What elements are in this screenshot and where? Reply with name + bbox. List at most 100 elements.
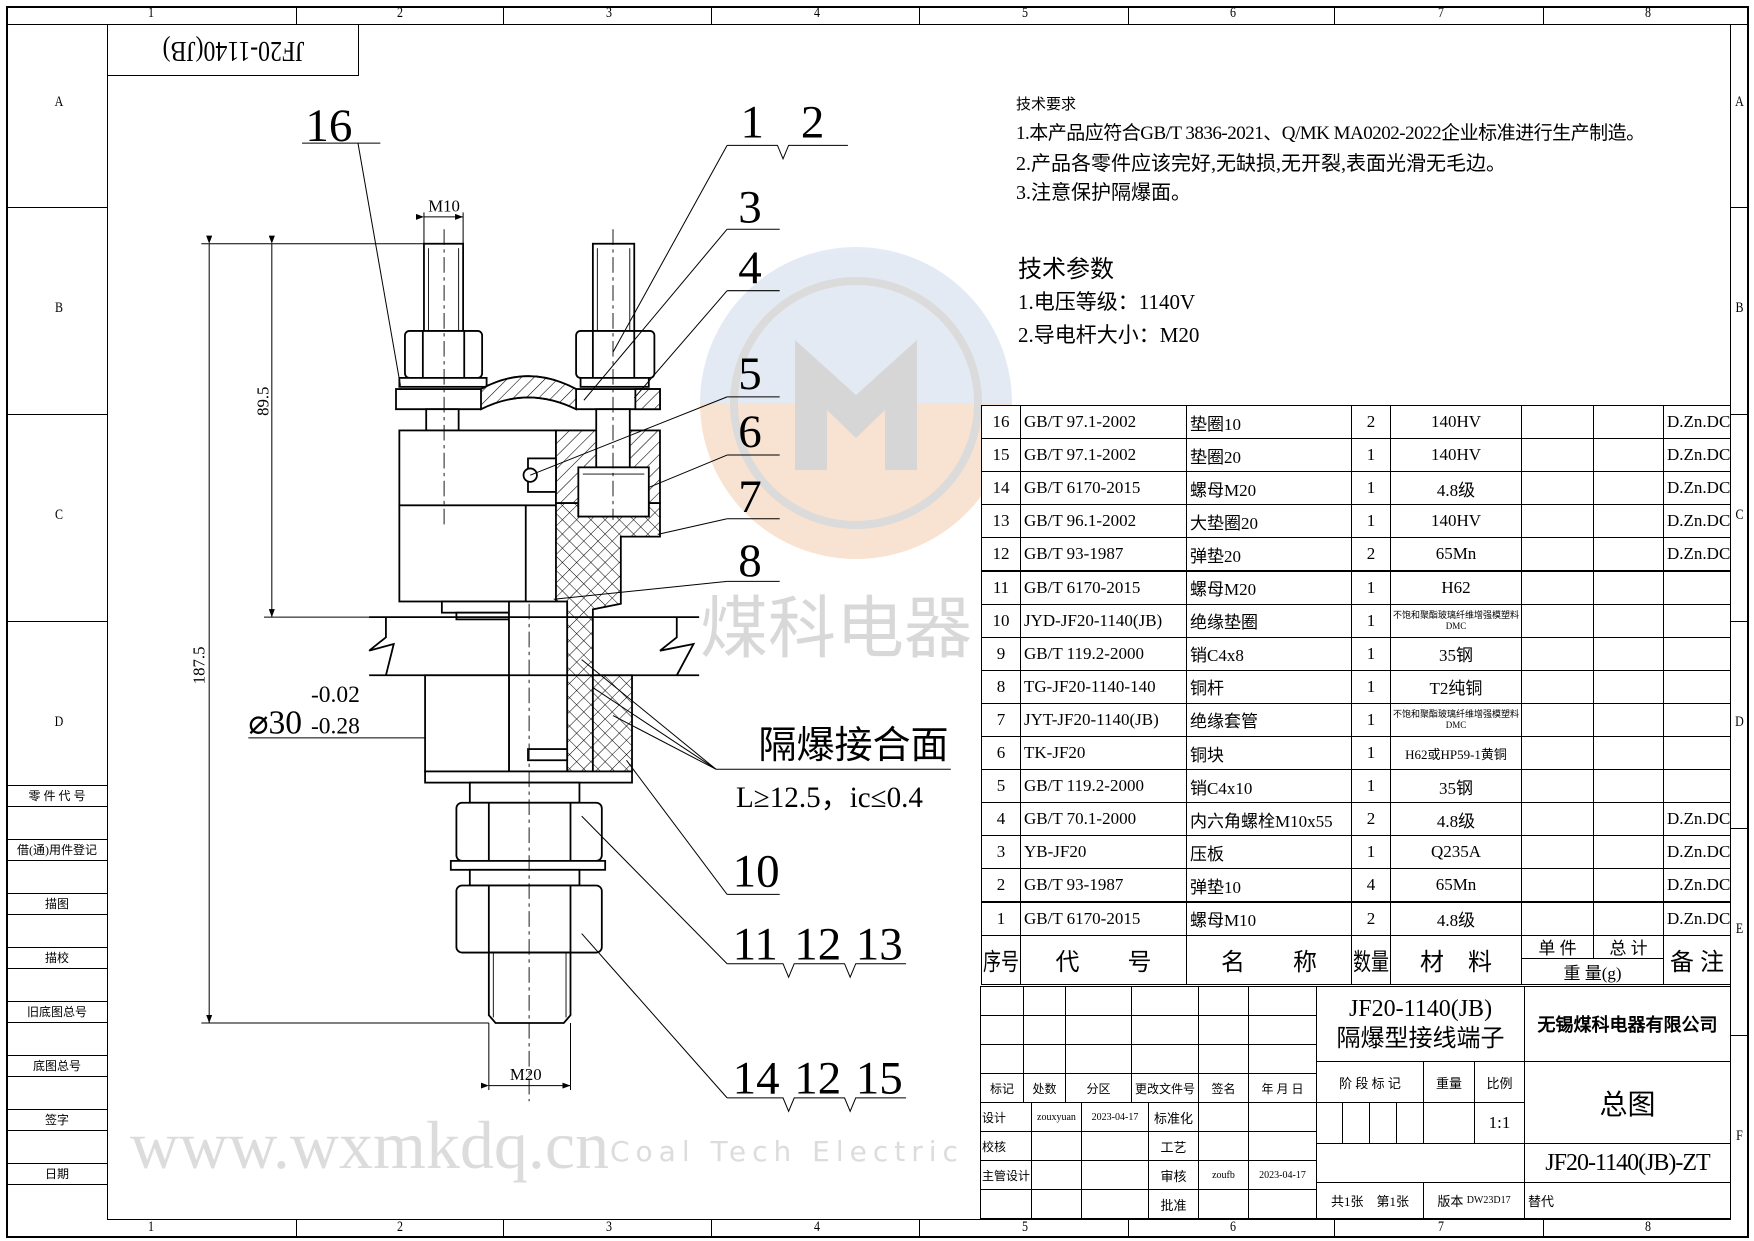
- ruler-col-label: 5: [1022, 5, 1028, 21]
- tb-review-date: 2023-04-17: [1248, 1160, 1317, 1190]
- ruler-tick: [503, 1219, 504, 1238]
- ruler-row-label-right: E: [1735, 921, 1744, 937]
- tb-standardize-label: 标准化: [1148, 1102, 1199, 1132]
- rev-header-label: 分区: [1065, 1073, 1132, 1103]
- ruler-col-label: 6: [1230, 5, 1236, 21]
- parts-cell-code: GB/T 93-1987: [1020, 537, 1187, 572]
- tb-empty-cell: [1031, 1160, 1082, 1190]
- rev-header-label: 更改文件号: [1131, 1073, 1199, 1103]
- parts-cell-qty: 1: [1351, 603, 1391, 638]
- stamp-label: 底图总号: [6, 1055, 108, 1077]
- rev-cell: [1065, 1015, 1132, 1045]
- tb-review-label: 审核: [1148, 1160, 1199, 1190]
- parts-cell-name: 螺母M10: [1186, 901, 1352, 936]
- balloon-13: 13: [856, 918, 903, 970]
- parts-cell-material: 65Mn: [1390, 537, 1522, 572]
- parts-cell-total: [1593, 802, 1664, 837]
- parts-cell-total: [1593, 438, 1664, 473]
- parts-cell-code: GB/T 96.1-2002: [1020, 504, 1187, 539]
- balloon-7: 7: [738, 471, 761, 523]
- parts-header-qty-text: 数量: [1353, 950, 1389, 977]
- balloon-6: 6: [738, 406, 761, 458]
- stamp-label: 签字: [6, 1109, 108, 1131]
- weight-value: [1423, 1102, 1475, 1144]
- tb-empty-cell: [1198, 1131, 1249, 1161]
- ruler-col-label: 4: [814, 5, 820, 21]
- flameproof-joint-spec: L≥12.5，ic≤0.4: [736, 782, 923, 814]
- ruler-tick: [1730, 828, 1749, 829]
- parts-cell-name: 绝缘垫圈: [1186, 603, 1352, 638]
- rev-cell: [1023, 986, 1066, 1016]
- rev-header-label: 标记: [980, 1073, 1024, 1103]
- tb-design-date: 2023-04-17: [1081, 1102, 1149, 1132]
- parts-cell-unit: [1521, 504, 1594, 539]
- parts-cell-no: 1: [981, 901, 1021, 936]
- version-cell: 版本 DW23D17: [1423, 1182, 1525, 1219]
- product-title: JF20-1140(JB)隔爆型接线端子: [1316, 986, 1525, 1062]
- stamp-label: 日期: [6, 1163, 108, 1185]
- ruler-row-label-right: C: [1735, 507, 1744, 523]
- parts-header-name-text: 名 称: [1221, 950, 1317, 977]
- parts-cell-no: 5: [981, 769, 1021, 804]
- watermark-url: www.wxmkdq.cn: [130, 1107, 610, 1183]
- parts-cell-total: [1593, 603, 1664, 638]
- tb-process-label: 工艺: [1148, 1131, 1199, 1161]
- balloon-1: 1: [741, 97, 764, 149]
- parts-cell-unit: [1521, 736, 1594, 771]
- ruler-tick: [1730, 1035, 1749, 1036]
- watermark-cn: 煤科电器: [700, 590, 973, 669]
- rev-cell: [1248, 1015, 1317, 1045]
- ruler-tick: [1730, 621, 1749, 622]
- version-value: DW23D17: [1466, 1195, 1511, 1206]
- scale-label: 比例: [1474, 1061, 1525, 1103]
- scale-value: 1:1: [1474, 1102, 1525, 1144]
- parts-cell-qty: 2: [1351, 537, 1391, 572]
- balloon-2: 2: [801, 97, 824, 149]
- parts-header-total: 总 计: [1593, 934, 1664, 959]
- parts-cell-unit: [1521, 769, 1594, 804]
- parts-cell-no: 11: [981, 570, 1021, 605]
- drawing-type: 总图: [1524, 1061, 1731, 1144]
- tb-empty-cell: [1248, 1131, 1317, 1161]
- parts-cell-total: [1593, 537, 1664, 572]
- outer-border: [6, 6, 1749, 1238]
- parts-cell-total: [1593, 868, 1664, 903]
- stage-cell: [1369, 1102, 1397, 1144]
- body-below-wall: [424, 674, 510, 773]
- rev-cell: [1198, 986, 1249, 1016]
- stamp-label: 旧底图总号: [6, 1001, 108, 1023]
- parts-header-unit-text: 单 件: [1538, 939, 1577, 959]
- parts-cell-material: H62或HP59-1黄铜: [1390, 736, 1522, 771]
- rev-cell: [980, 1015, 1024, 1045]
- parts-header-qty: 数量: [1351, 934, 1391, 985]
- parts-cell-name: 垫圈10: [1186, 405, 1352, 440]
- parts-cell-qty: 2: [1351, 901, 1391, 936]
- tech-param-1: 1.电压等级：1140V: [1018, 290, 1196, 314]
- tech-requirement-2: 2.产品各零件应该完好,无缺损,无开裂,表面光滑无毛边。: [1016, 153, 1506, 175]
- parts-cell-unit: [1521, 868, 1594, 903]
- parts-cell-no: 6: [981, 736, 1021, 771]
- parts-cell-name: 内六角螺栓M10x55: [1186, 802, 1352, 837]
- tb-empty-cell: [980, 1189, 1032, 1219]
- parts-header-no: 序号: [981, 934, 1021, 985]
- right-washer: [579, 376, 650, 388]
- parts-cell-name: 弹垫10: [1186, 868, 1352, 903]
- parts-cell-material: 140HV: [1390, 504, 1522, 539]
- parts-cell-code: GB/T 119.2-2000: [1020, 769, 1187, 804]
- stamp-label: 描图: [6, 893, 108, 915]
- parts-cell-no: 9: [981, 636, 1021, 671]
- parts-cell-total: [1593, 636, 1664, 671]
- rev-cell: [1131, 1044, 1199, 1074]
- ruler-col-label: 1: [148, 5, 154, 21]
- ruler-row-label-right: A: [1735, 94, 1744, 110]
- parts-cell-total: [1593, 471, 1664, 506]
- parts-header-unit: 单 件: [1521, 934, 1594, 959]
- copper-block: [577, 466, 650, 518]
- left-washer: [398, 376, 488, 388]
- parts-cell-no: 2: [981, 868, 1021, 903]
- parts-cell-qty: 1: [1351, 504, 1391, 539]
- stamp-label: 借(通)用件登记: [6, 839, 108, 861]
- m20-thread: [487, 951, 572, 1024]
